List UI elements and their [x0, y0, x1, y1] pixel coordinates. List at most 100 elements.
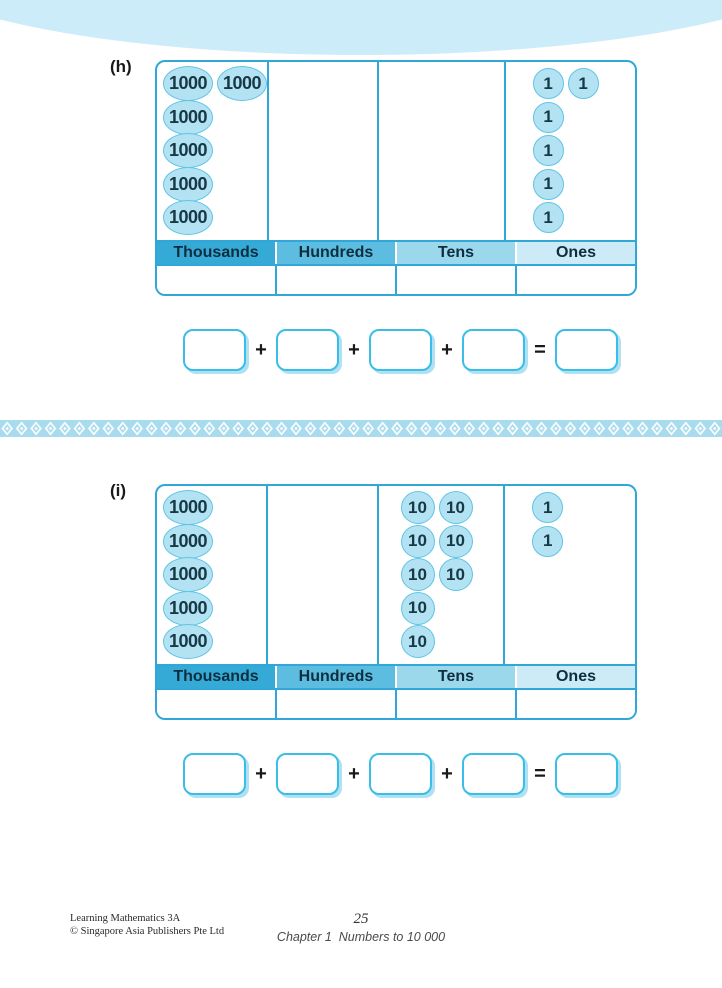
disc-row: 10	[400, 591, 504, 626]
plus-sign: +	[348, 338, 360, 361]
number-disc-1000: 1000	[163, 624, 213, 660]
number-disc-1: 1	[532, 68, 564, 100]
equation-answer-box[interactable]	[462, 329, 525, 371]
plus-sign: +	[255, 338, 267, 361]
equals-sign: =	[534, 338, 546, 361]
place-value-header-thousands: Thousands	[157, 242, 277, 264]
number-disc-1000: 1000	[163, 490, 213, 526]
diamond-pattern-divider	[0, 420, 722, 437]
equation-answer-box[interactable]	[462, 753, 525, 795]
page-top-decoration	[0, 0, 722, 55]
page-number: 25	[353, 911, 369, 927]
number-disc-10: 10	[438, 558, 473, 592]
plus-sign: +	[441, 338, 453, 361]
number-disc-1: 1	[532, 525, 564, 557]
disc-row: 1	[532, 101, 635, 135]
disc-row: 10	[400, 625, 504, 659]
disc-row: 1000	[163, 200, 267, 236]
number-disc-1: 1	[532, 101, 564, 133]
equals-sign: =	[534, 762, 546, 785]
number-disc-1: 1	[567, 68, 599, 100]
number-disc-10: 10	[400, 625, 435, 659]
equation-answer-box[interactable]	[183, 753, 246, 795]
equation-answer-box[interactable]	[369, 329, 432, 371]
place-value-header-ones: Ones	[517, 242, 635, 264]
plus-sign: +	[348, 762, 360, 785]
equation-answer-box[interactable]	[276, 753, 339, 795]
number-disc-1000: 1000	[163, 590, 213, 626]
place-value-header-hundreds: Hundreds	[277, 242, 397, 264]
empty-row	[157, 690, 635, 718]
disc-row: 1000	[163, 490, 266, 526]
equation-row: + + + =	[183, 327, 619, 373]
disc-row: 1	[532, 134, 635, 168]
number-disc-1000: 1000	[163, 166, 213, 202]
place-value-header-thousands: Thousands	[157, 666, 277, 688]
answer-cell-hundreds[interactable]	[277, 266, 397, 294]
disc-row: 1	[532, 525, 635, 559]
number-disc-1: 1	[532, 202, 564, 234]
equation-answer-box[interactable]	[555, 329, 618, 371]
answer-cell-ones[interactable]	[517, 266, 635, 294]
answer-cell-thousands[interactable]	[157, 690, 277, 718]
place-value-header-hundreds: Hundreds	[277, 666, 397, 688]
equation-answer-box[interactable]	[183, 329, 246, 371]
publisher-info: Learning Mathematics 3A © Singapore Asia…	[70, 912, 224, 938]
place-value-header-tens: Tens	[397, 242, 517, 264]
disc-row: 1	[532, 491, 635, 525]
equation-answer-box[interactable]	[276, 329, 339, 371]
footer-center: 25 Chapter 1 Numbers to 10 000	[0, 911, 722, 944]
answer-cell-hundreds[interactable]	[277, 690, 397, 718]
disc-row: 1	[532, 201, 635, 235]
disc-row: 1000	[163, 590, 266, 626]
number-disc-1: 1	[532, 168, 564, 200]
number-disc-10: 10	[400, 524, 435, 558]
number-disc-10: 10	[438, 491, 473, 525]
plus-sign: +	[255, 762, 267, 785]
book-title: Learning Mathematics 3A	[70, 913, 181, 924]
number-disc-1: 1	[532, 135, 564, 167]
place-value-header-ones: Ones	[517, 666, 635, 688]
number-disc-1000: 1000	[163, 66, 213, 102]
exercise-label: (h)	[110, 57, 132, 76]
equation-row: +++=	[183, 751, 619, 797]
answer-cell-tens[interactable]	[397, 266, 517, 294]
answer-cell-thousands[interactable]	[157, 266, 277, 294]
disc-row: 1000	[163, 523, 266, 559]
disc-row: 1000	[163, 133, 267, 169]
chapter-title: Chapter 1 Numbers to 10 000	[276, 930, 446, 944]
place-value-header-tens: Tens	[397, 666, 517, 688]
disc-row: 1000	[163, 166, 267, 202]
empty-row	[157, 266, 635, 294]
equation-answer-box[interactable]	[369, 753, 432, 795]
number-disc-1: 1	[532, 492, 564, 524]
number-disc-1000: 1000	[163, 99, 213, 135]
number-disc-1000: 1000	[163, 557, 213, 593]
column-tens	[379, 62, 506, 240]
answer-cell-tens[interactable]	[397, 690, 517, 718]
equation-answer-box[interactable]	[555, 753, 618, 795]
disc-row: 1000	[163, 99, 267, 135]
copyright-line: © Singapore Asia Publishers Pte Ltd	[70, 926, 225, 937]
column-hundreds	[268, 486, 379, 664]
answer-cell-ones[interactable]	[517, 690, 635, 718]
number-disc-1000: 1000	[163, 523, 213, 559]
number-disc-10: 10	[400, 558, 435, 592]
